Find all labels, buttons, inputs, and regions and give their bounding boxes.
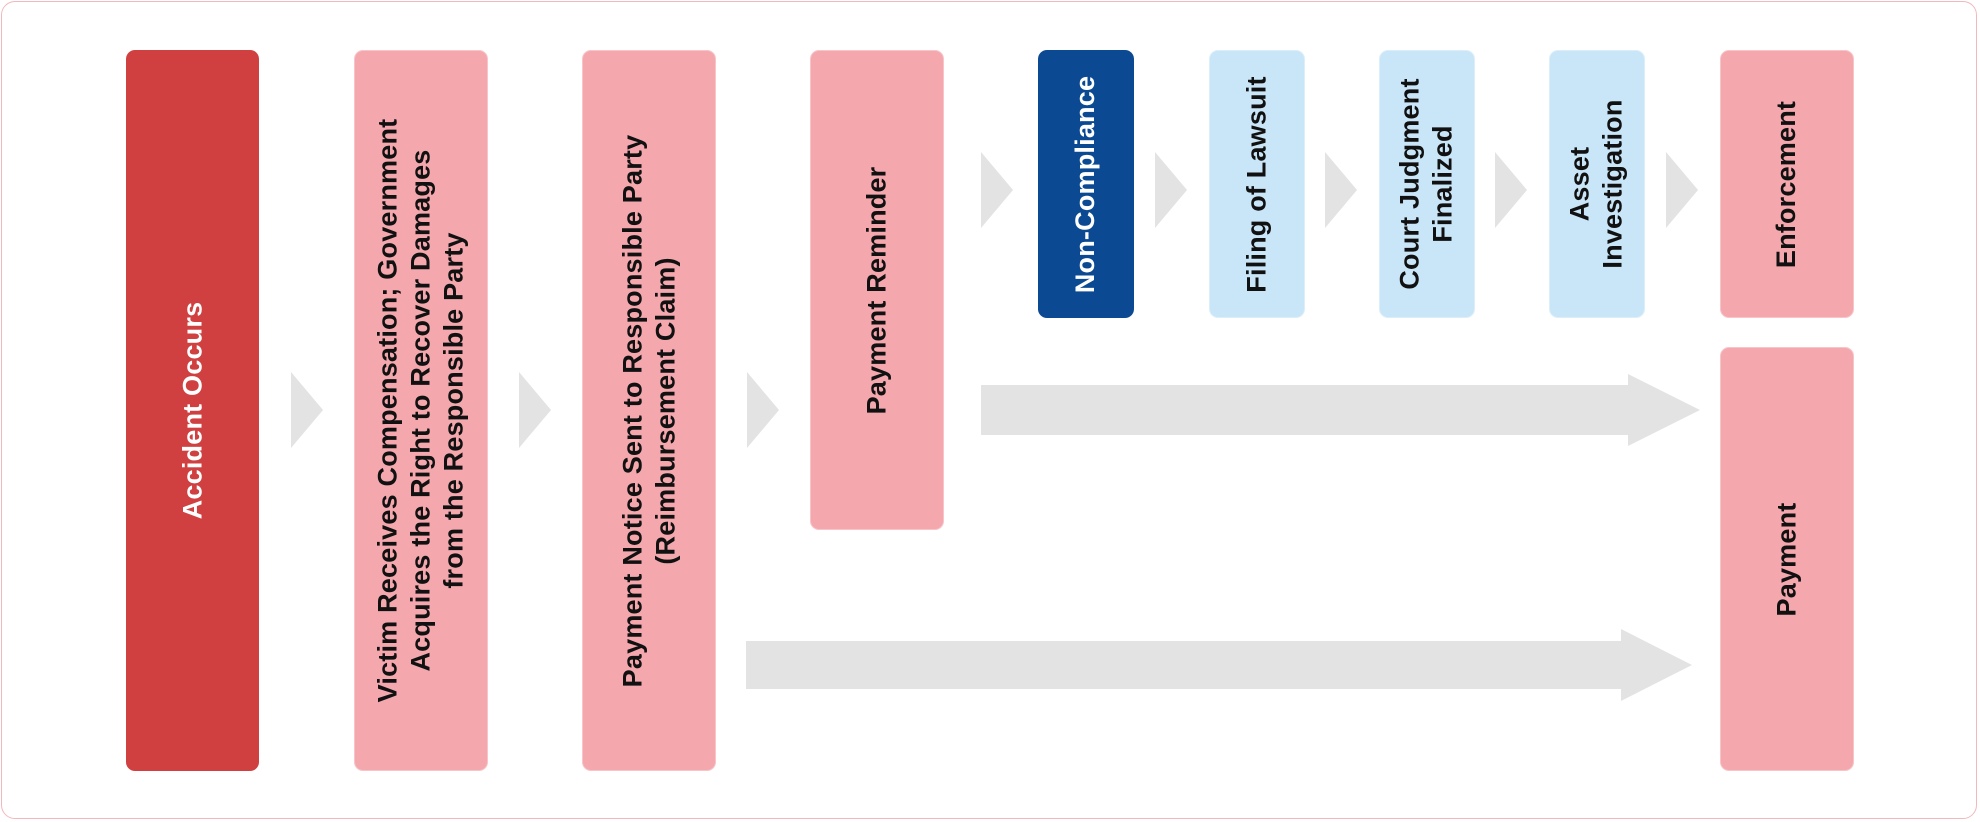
chevron-arrow-7 xyxy=(1495,152,1527,228)
long-arrow-notice-to-payment xyxy=(746,629,1692,701)
step-filing-of-lawsuit: Filing of Lawsuit xyxy=(1209,50,1305,318)
step-payment-reminder: Payment Reminder xyxy=(810,50,944,530)
step-payment-notice: Payment Notice Sent to Responsible Party… xyxy=(582,50,716,771)
step-victim-compensation: Victim Receives Compensation; Government… xyxy=(354,50,488,771)
chevron-arrow-2 xyxy=(519,372,551,448)
chevron-arrow-5 xyxy=(1155,152,1187,228)
step-accident-occurs: Accident Occurs xyxy=(126,50,259,771)
step-asset-investigation: Asset Investigation xyxy=(1549,50,1645,318)
chevron-arrow-8 xyxy=(1666,152,1698,228)
long-arrow-reminder-to-payment xyxy=(981,374,1700,446)
chevron-arrow-3 xyxy=(747,372,779,448)
chevron-arrow-6 xyxy=(1325,152,1357,228)
chevron-arrow-4 xyxy=(981,152,1013,228)
step-payment: Payment xyxy=(1720,347,1854,771)
step-non-compliance: Non-Compliance xyxy=(1038,50,1134,318)
step-enforcement: Enforcement xyxy=(1720,50,1854,318)
chevron-arrow-1 xyxy=(291,372,323,448)
step-court-judgment: Court Judgment Finalized xyxy=(1379,50,1475,318)
